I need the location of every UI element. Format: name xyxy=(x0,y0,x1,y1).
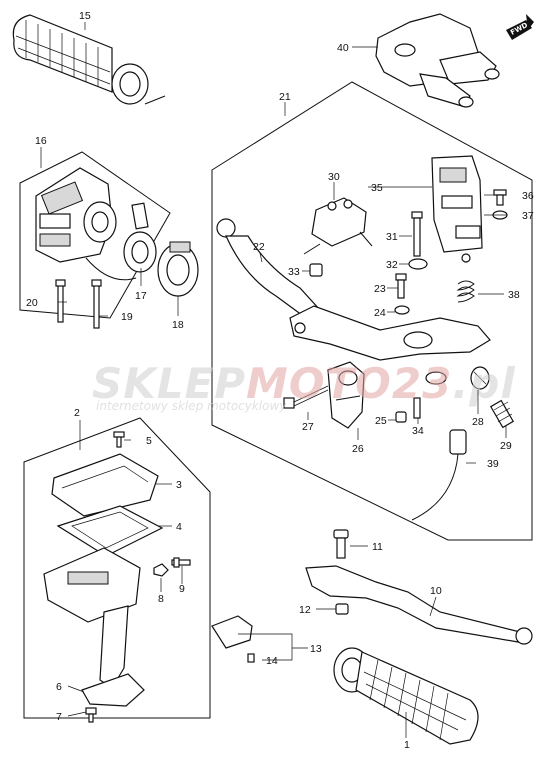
watermark: SKLEPMOTO23.pl internetowy sklep motocyk… xyxy=(92,359,516,413)
callout-3: 3 xyxy=(176,479,182,491)
grip-left-top xyxy=(12,14,166,105)
callout-labels: 1 2 3 4 5 6 7 8 9 10 11 12 13 14 15 16 1… xyxy=(26,10,534,751)
callout-35: 35 xyxy=(371,182,383,194)
bracket-30 xyxy=(303,197,373,255)
callout-29: 29 xyxy=(500,440,512,452)
callout-20: 20 xyxy=(26,297,38,309)
knob-28 xyxy=(470,366,490,390)
callout-8: 8 xyxy=(158,593,164,605)
callout-21: 21 xyxy=(279,91,291,103)
clamp-26 xyxy=(327,361,365,429)
clutch-lever-22 xyxy=(216,218,321,319)
brake-switch-13 xyxy=(211,615,253,649)
callout-32: 32 xyxy=(386,259,398,271)
collar-33 xyxy=(309,263,323,277)
grip-right-bottom xyxy=(333,647,479,745)
callout-27: 27 xyxy=(302,421,314,433)
nut-12 xyxy=(335,603,349,615)
callout-4: 4 xyxy=(176,521,182,533)
callout-39: 39 xyxy=(487,458,499,470)
callout-14: 14 xyxy=(266,655,278,667)
watermark-brand-part1: SKLEP xyxy=(92,359,246,408)
callout-28: 28 xyxy=(472,416,484,428)
group-box-2 xyxy=(23,417,211,719)
callout-5: 5 xyxy=(146,435,152,447)
watermark-brand-part4: .pl xyxy=(452,359,515,408)
callout-26: 26 xyxy=(352,443,364,455)
screw-14 xyxy=(247,653,255,663)
spring-38 xyxy=(456,280,475,303)
callout-30: 30 xyxy=(328,171,340,183)
clutch-switch-39 xyxy=(411,371,467,521)
switch-cover-3 xyxy=(51,453,159,517)
callout-36: 36 xyxy=(522,190,534,202)
callout-17: 17 xyxy=(135,290,147,302)
callout-9: 9 xyxy=(179,583,185,595)
callout-24: 24 xyxy=(374,307,386,319)
bolt-31 xyxy=(411,211,423,257)
clutch-holder-part xyxy=(375,13,500,108)
callout-25: 25 xyxy=(375,415,387,427)
nut-32 xyxy=(408,258,428,270)
callout-18: 18 xyxy=(172,319,184,331)
callout-33: 33 xyxy=(288,266,300,278)
gasket-4 xyxy=(56,505,164,557)
callout-38: 38 xyxy=(508,289,520,301)
callout-31: 31 xyxy=(386,231,398,243)
callout-19: 19 xyxy=(121,311,133,323)
bolt-27 xyxy=(283,385,329,409)
watermark-brand-part3: 23 xyxy=(392,359,452,408)
watermark-brand: SKLEPMOTO23.pl xyxy=(92,359,516,408)
callout-2: 2 xyxy=(74,407,80,419)
screw-36 xyxy=(493,189,507,206)
watermark-tagline: internetowy sklep motocyklowy xyxy=(96,399,287,413)
callout-13: 13 xyxy=(310,643,322,655)
adjuster-29 xyxy=(489,399,515,429)
throttle-housing-18 xyxy=(157,241,199,297)
callout-16: 16 xyxy=(35,135,47,147)
screw-20 xyxy=(55,279,66,323)
plate-6 xyxy=(81,673,145,707)
screw-19 xyxy=(91,279,102,329)
screw-9 xyxy=(171,557,191,568)
washer-24 xyxy=(394,305,410,315)
callout-40: 40 xyxy=(337,42,349,54)
callout-15: 15 xyxy=(79,10,91,22)
watermark-brand-part2: MOTO xyxy=(246,359,392,408)
group-box-21 xyxy=(211,81,533,541)
leader-lines xyxy=(40,22,507,738)
pivot-34 xyxy=(413,397,421,419)
screw-5 xyxy=(113,431,125,448)
callout-34: 34 xyxy=(412,425,424,437)
callout-11: 11 xyxy=(372,541,383,553)
throttle-pipe-17 xyxy=(123,202,157,273)
screw-7 xyxy=(85,707,97,723)
bolt-23 xyxy=(395,273,407,299)
switch-box-left xyxy=(35,167,137,281)
switch-plate-35 xyxy=(431,155,483,263)
nut-25 xyxy=(395,411,407,423)
nut-8 xyxy=(153,563,169,577)
callout-6: 6 xyxy=(56,681,62,693)
callout-37: 37 xyxy=(522,210,534,222)
forward-direction-badge: FWD xyxy=(506,14,534,40)
lever-holder-main xyxy=(289,305,491,361)
callout-12: 12 xyxy=(299,604,311,616)
callout-1: 1 xyxy=(404,739,410,751)
callout-10: 10 xyxy=(430,585,442,597)
callout-23: 23 xyxy=(374,283,386,295)
switch-case xyxy=(43,547,141,689)
bolt-11 xyxy=(333,529,349,559)
callout-7: 7 xyxy=(56,711,62,723)
callout-22: 22 xyxy=(253,241,265,253)
brake-lever-10 xyxy=(305,565,533,645)
